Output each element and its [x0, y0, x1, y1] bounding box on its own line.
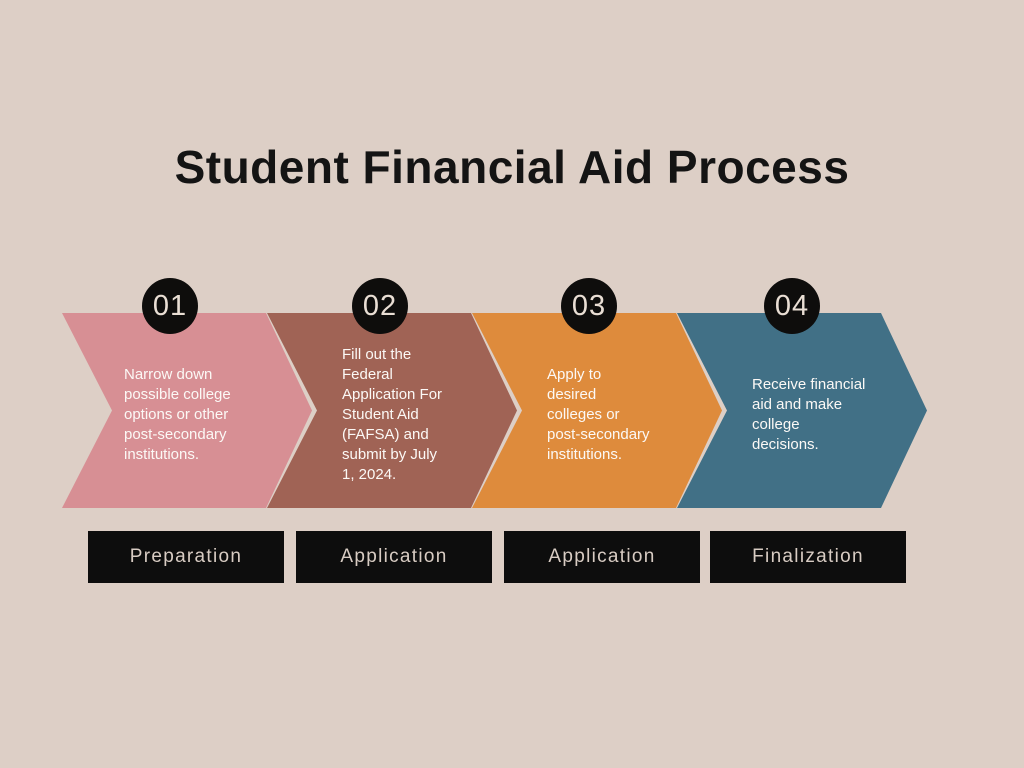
chevron-arrow-shape [472, 313, 722, 508]
chevron-arrow-shape [62, 313, 312, 508]
step-description: Narrow down possible college options or … [124, 365, 231, 463]
step-description: Fill out the Federal Application For Stu… [342, 345, 443, 483]
step-number: 04 [774, 289, 810, 322]
step-number-badge: 03 [561, 278, 617, 334]
step-number-badge: 01 [142, 278, 198, 334]
stage-label-text: Finalization [752, 546, 864, 567]
stage-label-text: Application [340, 546, 448, 567]
stage-label-application-2: Application [504, 531, 700, 583]
step-description: Receive financial aid and make college d… [752, 375, 866, 453]
step-number: 01 [152, 289, 188, 322]
process-step-1: 01 Narrow down possible college options … [62, 278, 312, 508]
chevron-arrow-shape [677, 313, 927, 508]
process-step-3: 03 Apply to desired colleges or post-sec… [472, 278, 722, 508]
step-number-badge: 02 [352, 278, 408, 334]
process-step-2: 02 Fill out the Federal Application For … [267, 278, 517, 508]
process-step-4: 04 Receive financial aid and make colleg… [677, 278, 927, 508]
stage-label-text: Application [548, 546, 656, 567]
page-title: Student Financial Aid Process [174, 141, 850, 193]
stage-label-finalization: Finalization [710, 531, 906, 583]
step-number: 03 [571, 289, 607, 322]
step-number: 02 [362, 289, 398, 322]
step-description: Apply to desired colleges or post-second… [547, 365, 650, 463]
step-number-badge: 04 [764, 278, 820, 334]
chevron-arrow-shape [267, 313, 517, 508]
stage-label-application-1: Application [296, 531, 492, 583]
stage-label-preparation: Preparation [88, 531, 284, 583]
stage-label-text: Preparation [129, 546, 243, 567]
